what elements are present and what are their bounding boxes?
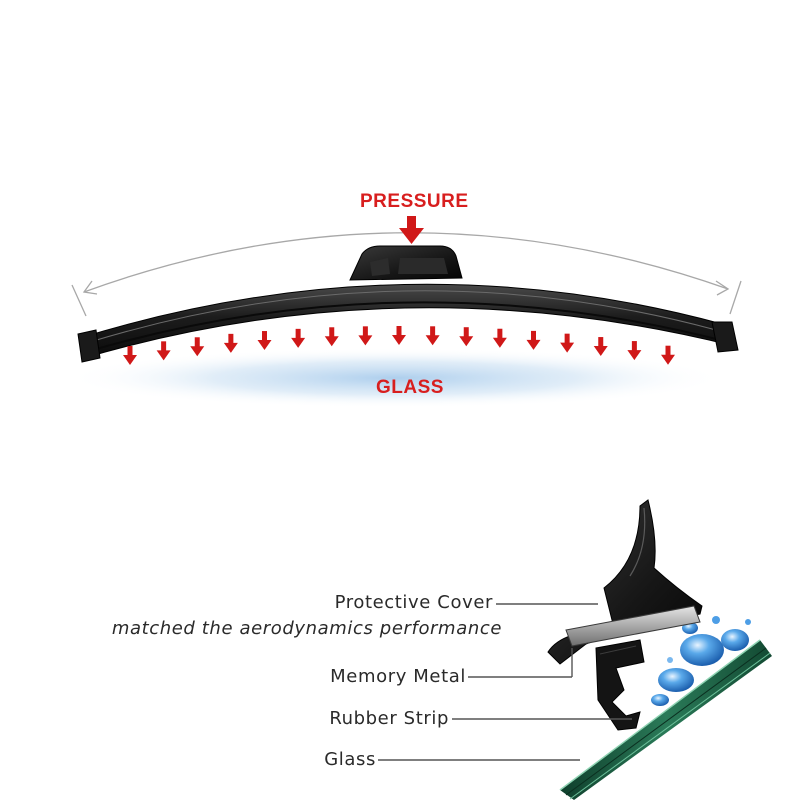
pressure-arrow-small [593,337,608,357]
pressure-arrow-small [627,341,642,361]
curvature-arc-arrowhead-left [82,280,98,295]
pressure-arrow-small [190,337,205,357]
protective-cover-shape [547,499,703,665]
pressure-arrow-small [492,328,507,348]
pressure-arrow-small [661,345,675,365]
pressure-arrow-small [560,333,575,353]
wiper-blade [77,245,739,363]
glass-part-label: Glass [324,749,376,770]
pressure-arrow-small [324,327,339,347]
blade-end-mark-left [71,284,87,317]
pressure-arrow-small [425,326,440,346]
leader-lines [378,603,632,761]
pressure-arrow-small [156,341,171,361]
glass-surface [65,348,725,408]
pressure-arrow [399,216,424,244]
pressure-label: PRESSURE [360,191,469,212]
protective-cover-label: Protective Cover [334,592,493,613]
blade-end-mark-right [729,280,742,315]
cross-section [378,499,772,800]
pressure-arrow-small [257,331,272,351]
glass-pane [559,639,772,800]
rubber-strip-label: Rubber Strip [329,708,449,729]
protective-cover-subtitle: matched the aerodynamics performance [111,618,502,639]
pressure-arrow-small [526,330,541,350]
water-splash [651,616,751,706]
pressure-arrow-small [223,333,238,353]
top-diagram [65,216,742,408]
pressure-arrow-small [291,328,306,348]
curvature-arc-arrowhead-right [715,280,730,296]
pressure-arrow-small [392,326,406,346]
rubber-strip-shape [595,639,645,731]
distributed-pressure-arrows [123,326,675,365]
pressure-arrow-small [123,346,137,365]
pressure-arrow-small [358,326,373,346]
memory-metal-shape [565,605,701,647]
pressure-arrow-small [459,327,474,347]
memory-metal-label: Memory Metal [330,666,466,687]
glass-label: GLASS [376,377,444,398]
